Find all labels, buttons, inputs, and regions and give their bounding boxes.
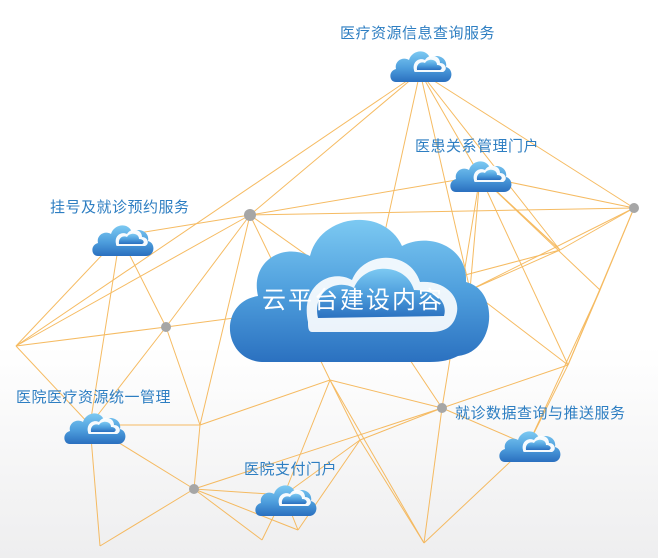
- connection-line: [199, 214, 251, 426]
- connection-line: [329, 379, 361, 441]
- cloud-icon-resource-mgmt: [64, 413, 126, 444]
- connection-line: [249, 175, 481, 216]
- connection-line: [469, 249, 561, 291]
- connection-line: [89, 424, 101, 547]
- connection-line: [559, 207, 635, 251]
- cloud-icon-payment-portal: [255, 485, 317, 516]
- connection-line: [297, 439, 361, 531]
- label-info-query: 医疗资源信息查询服务: [340, 24, 496, 42]
- junction-nodes: [161, 203, 639, 494]
- connection-line: [469, 175, 481, 291]
- connection-line: [419, 71, 561, 251]
- connection-line: [423, 407, 443, 544]
- connection-line: [15, 71, 421, 347]
- connection-line: [249, 71, 421, 216]
- connection-line: [89, 235, 121, 426]
- cloud-icon-info-query: [390, 51, 452, 82]
- cloud-icon-registration: [92, 225, 154, 256]
- junction-node: [629, 203, 639, 213]
- connection-line: [99, 488, 195, 547]
- connection-line: [15, 214, 251, 347]
- connection-line: [329, 379, 443, 409]
- connection-line: [165, 214, 251, 328]
- cloud-icon-data-push: [499, 431, 561, 462]
- central-cloud: [229, 219, 490, 362]
- cloud-icon-crm-portal: [450, 161, 512, 192]
- central-title: 云平台建设内容: [262, 286, 444, 314]
- connection-line: [15, 345, 91, 426]
- connection-line: [15, 326, 167, 347]
- junction-node: [189, 484, 199, 494]
- junction-node: [161, 322, 171, 332]
- connection-line: [165, 326, 201, 426]
- connection-line: [193, 424, 201, 490]
- connection-line: [329, 379, 425, 544]
- connection-line: [359, 439, 425, 544]
- connection-line: [283, 379, 331, 496]
- connection-line: [419, 71, 481, 177]
- connection-line: [441, 364, 569, 409]
- junction-node: [437, 403, 447, 413]
- label-registration: 挂号及就诊预约服务: [50, 198, 190, 216]
- connection-line: [193, 488, 299, 531]
- connection-line: [283, 439, 361, 496]
- connection-line: [193, 488, 263, 541]
- connection-line: [193, 407, 443, 490]
- junction-node: [244, 209, 256, 221]
- connection-line: [479, 175, 569, 366]
- label-resource-mgmt: 医院医疗资源统一管理: [16, 388, 172, 406]
- connection-line: [359, 407, 443, 441]
- label-data-push: 就诊数据查询与推送服务: [455, 404, 626, 422]
- connection-line: [89, 326, 167, 426]
- connection-line: [469, 207, 635, 291]
- connection-line: [419, 71, 635, 209]
- connection-line: [249, 207, 635, 216]
- label-crm-portal: 医患关系管理门户: [415, 137, 540, 155]
- connection-line: [419, 71, 471, 291]
- connection-line: [599, 207, 635, 291]
- label-payment-portal: 医院支付门户: [244, 460, 338, 478]
- connection-line: [199, 379, 331, 426]
- connection-line: [527, 289, 601, 446]
